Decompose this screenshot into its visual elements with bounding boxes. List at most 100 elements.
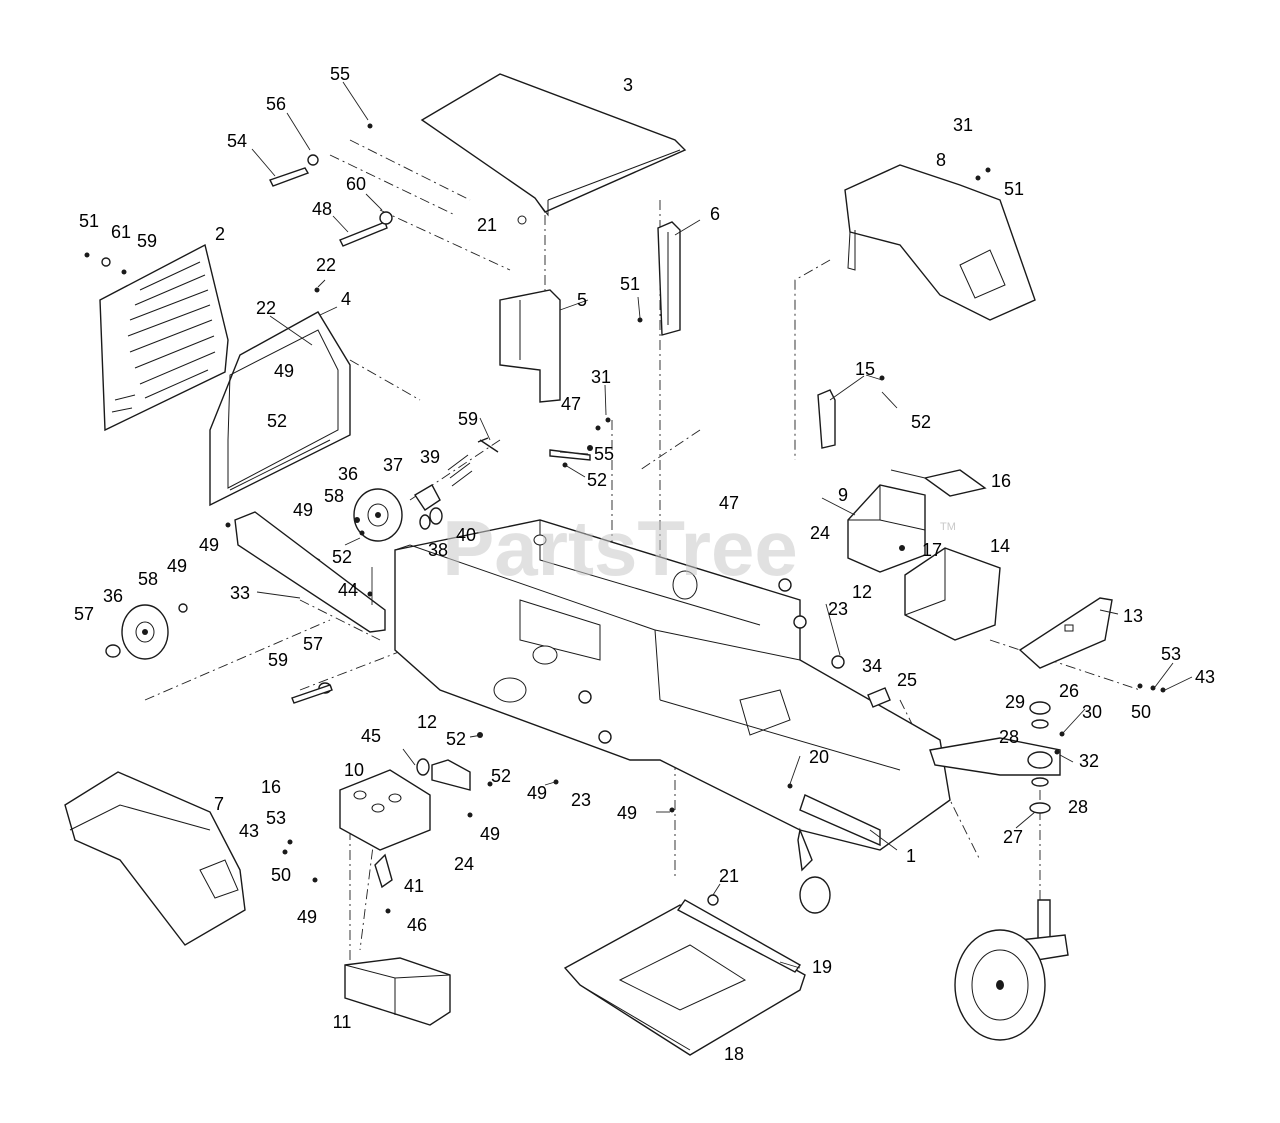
callout-43: 43 bbox=[1195, 667, 1215, 687]
callout-24: 24 bbox=[454, 854, 474, 874]
part-vertical-bracket bbox=[499, 289, 561, 403]
callout-31: 31 bbox=[591, 367, 611, 387]
callout-55: 55 bbox=[594, 444, 614, 464]
callout-12: 12 bbox=[852, 582, 872, 602]
part-hook bbox=[374, 853, 393, 889]
part-main-chassis bbox=[394, 519, 951, 914]
callout-8: 8 bbox=[936, 150, 946, 170]
callout-52: 52 bbox=[446, 729, 466, 749]
callout-31: 31 bbox=[953, 115, 973, 135]
callout-49: 49 bbox=[293, 500, 313, 520]
callout-1: 1 bbox=[906, 846, 916, 866]
callout-51: 51 bbox=[620, 274, 640, 294]
callout-22: 22 bbox=[256, 298, 276, 318]
part-battery-shield bbox=[923, 469, 987, 497]
part-small-bracket bbox=[431, 759, 471, 791]
callout-48: 48 bbox=[312, 199, 332, 219]
callout-7: 7 bbox=[214, 794, 224, 814]
part-tensioner bbox=[414, 454, 473, 530]
part-fasteners bbox=[84, 123, 1166, 914]
part-battery-box bbox=[847, 484, 926, 573]
callout-38: 38 bbox=[428, 540, 448, 560]
callout-45: 45 bbox=[361, 726, 381, 746]
callout-9: 9 bbox=[838, 485, 848, 505]
callout-6: 6 bbox=[710, 204, 720, 224]
callout-28: 28 bbox=[1068, 797, 1088, 817]
callout-22: 22 bbox=[316, 255, 336, 275]
callout-26: 26 bbox=[1059, 681, 1079, 701]
callout-59: 59 bbox=[458, 409, 478, 429]
callout-58: 58 bbox=[138, 569, 158, 589]
leader-lines bbox=[251, 81, 1193, 969]
callout-49: 49 bbox=[274, 361, 294, 381]
callout-53: 53 bbox=[266, 808, 286, 828]
callout-49: 49 bbox=[297, 907, 317, 927]
callout-29: 29 bbox=[1005, 692, 1025, 712]
callout-47: 47 bbox=[719, 493, 739, 513]
callout-61: 61 bbox=[111, 222, 131, 242]
part-caster-assembly bbox=[929, 701, 1069, 1041]
part-cross-support bbox=[234, 511, 386, 633]
part-idler-pulley-upper bbox=[353, 488, 403, 542]
callout-11: 11 bbox=[333, 1012, 352, 1032]
callout-32: 32 bbox=[1079, 751, 1099, 771]
callout-50: 50 bbox=[1131, 702, 1151, 722]
watermark-trademark: TM bbox=[940, 521, 956, 533]
callout-50: 50 bbox=[271, 865, 291, 885]
part-battery-tray bbox=[344, 957, 451, 1026]
callout-36: 36 bbox=[338, 464, 358, 484]
callout-3: 3 bbox=[623, 75, 633, 95]
callout-21: 21 bbox=[719, 866, 739, 886]
callout-51: 51 bbox=[79, 211, 99, 231]
callout-23: 23 bbox=[571, 790, 591, 810]
part-floor-pan bbox=[563, 904, 806, 1056]
callout-44: 44 bbox=[338, 580, 358, 600]
callout-52: 52 bbox=[911, 412, 931, 432]
part-floor-cover bbox=[676, 899, 802, 973]
part-pivot-pin bbox=[867, 687, 891, 708]
callout-57: 57 bbox=[74, 604, 94, 624]
callout-60: 60 bbox=[346, 174, 366, 194]
callout-36: 36 bbox=[103, 586, 123, 606]
part-frame-bracket bbox=[209, 311, 351, 507]
callout-54: 54 bbox=[227, 131, 247, 151]
callout-46: 46 bbox=[407, 915, 427, 935]
callout-25: 25 bbox=[897, 670, 917, 690]
part-vented-panel bbox=[99, 243, 229, 432]
callout-53: 53 bbox=[1161, 644, 1181, 664]
callout-34: 34 bbox=[862, 656, 882, 676]
callout-49: 49 bbox=[617, 803, 637, 823]
watermark-text: PartsTree bbox=[442, 504, 798, 592]
callout-33: 33 bbox=[230, 583, 250, 603]
callout-16: 16 bbox=[261, 777, 281, 797]
callout-52: 52 bbox=[267, 411, 287, 431]
callout-15: 15 bbox=[855, 359, 875, 379]
callout-47: 47 bbox=[561, 394, 581, 414]
part-idler-pulley-lower bbox=[121, 604, 169, 660]
callout-labels: 55 56 54 60 48 21 3 6 51 51 61 59 2 22 2… bbox=[74, 64, 1215, 1064]
callout-59: 59 bbox=[268, 650, 288, 670]
callout-23: 23 bbox=[828, 599, 848, 619]
callout-52: 52 bbox=[587, 470, 607, 490]
part-left-fender bbox=[64, 771, 246, 946]
callout-58: 58 bbox=[324, 486, 344, 506]
callout-19: 19 bbox=[812, 957, 832, 977]
callout-52: 52 bbox=[332, 547, 352, 567]
part-top-cover bbox=[420, 73, 687, 225]
callout-49: 49 bbox=[167, 556, 187, 576]
callout-28: 28 bbox=[999, 727, 1019, 747]
callout-21: 21 bbox=[477, 215, 497, 235]
callout-12: 12 bbox=[417, 712, 437, 732]
callout-4: 4 bbox=[341, 289, 351, 309]
callout-17: 17 bbox=[922, 540, 942, 560]
part-rear-bracket bbox=[657, 221, 681, 336]
callout-40: 40 bbox=[456, 525, 476, 545]
callout-51: 51 bbox=[1004, 179, 1024, 199]
callout-16: 16 bbox=[991, 471, 1011, 491]
callout-43: 43 bbox=[239, 821, 259, 841]
callout-52: 52 bbox=[491, 766, 511, 786]
callout-55: 55 bbox=[330, 64, 350, 84]
callout-27: 27 bbox=[1003, 827, 1023, 847]
callout-49: 49 bbox=[199, 535, 219, 555]
callout-24: 24 bbox=[810, 523, 830, 543]
